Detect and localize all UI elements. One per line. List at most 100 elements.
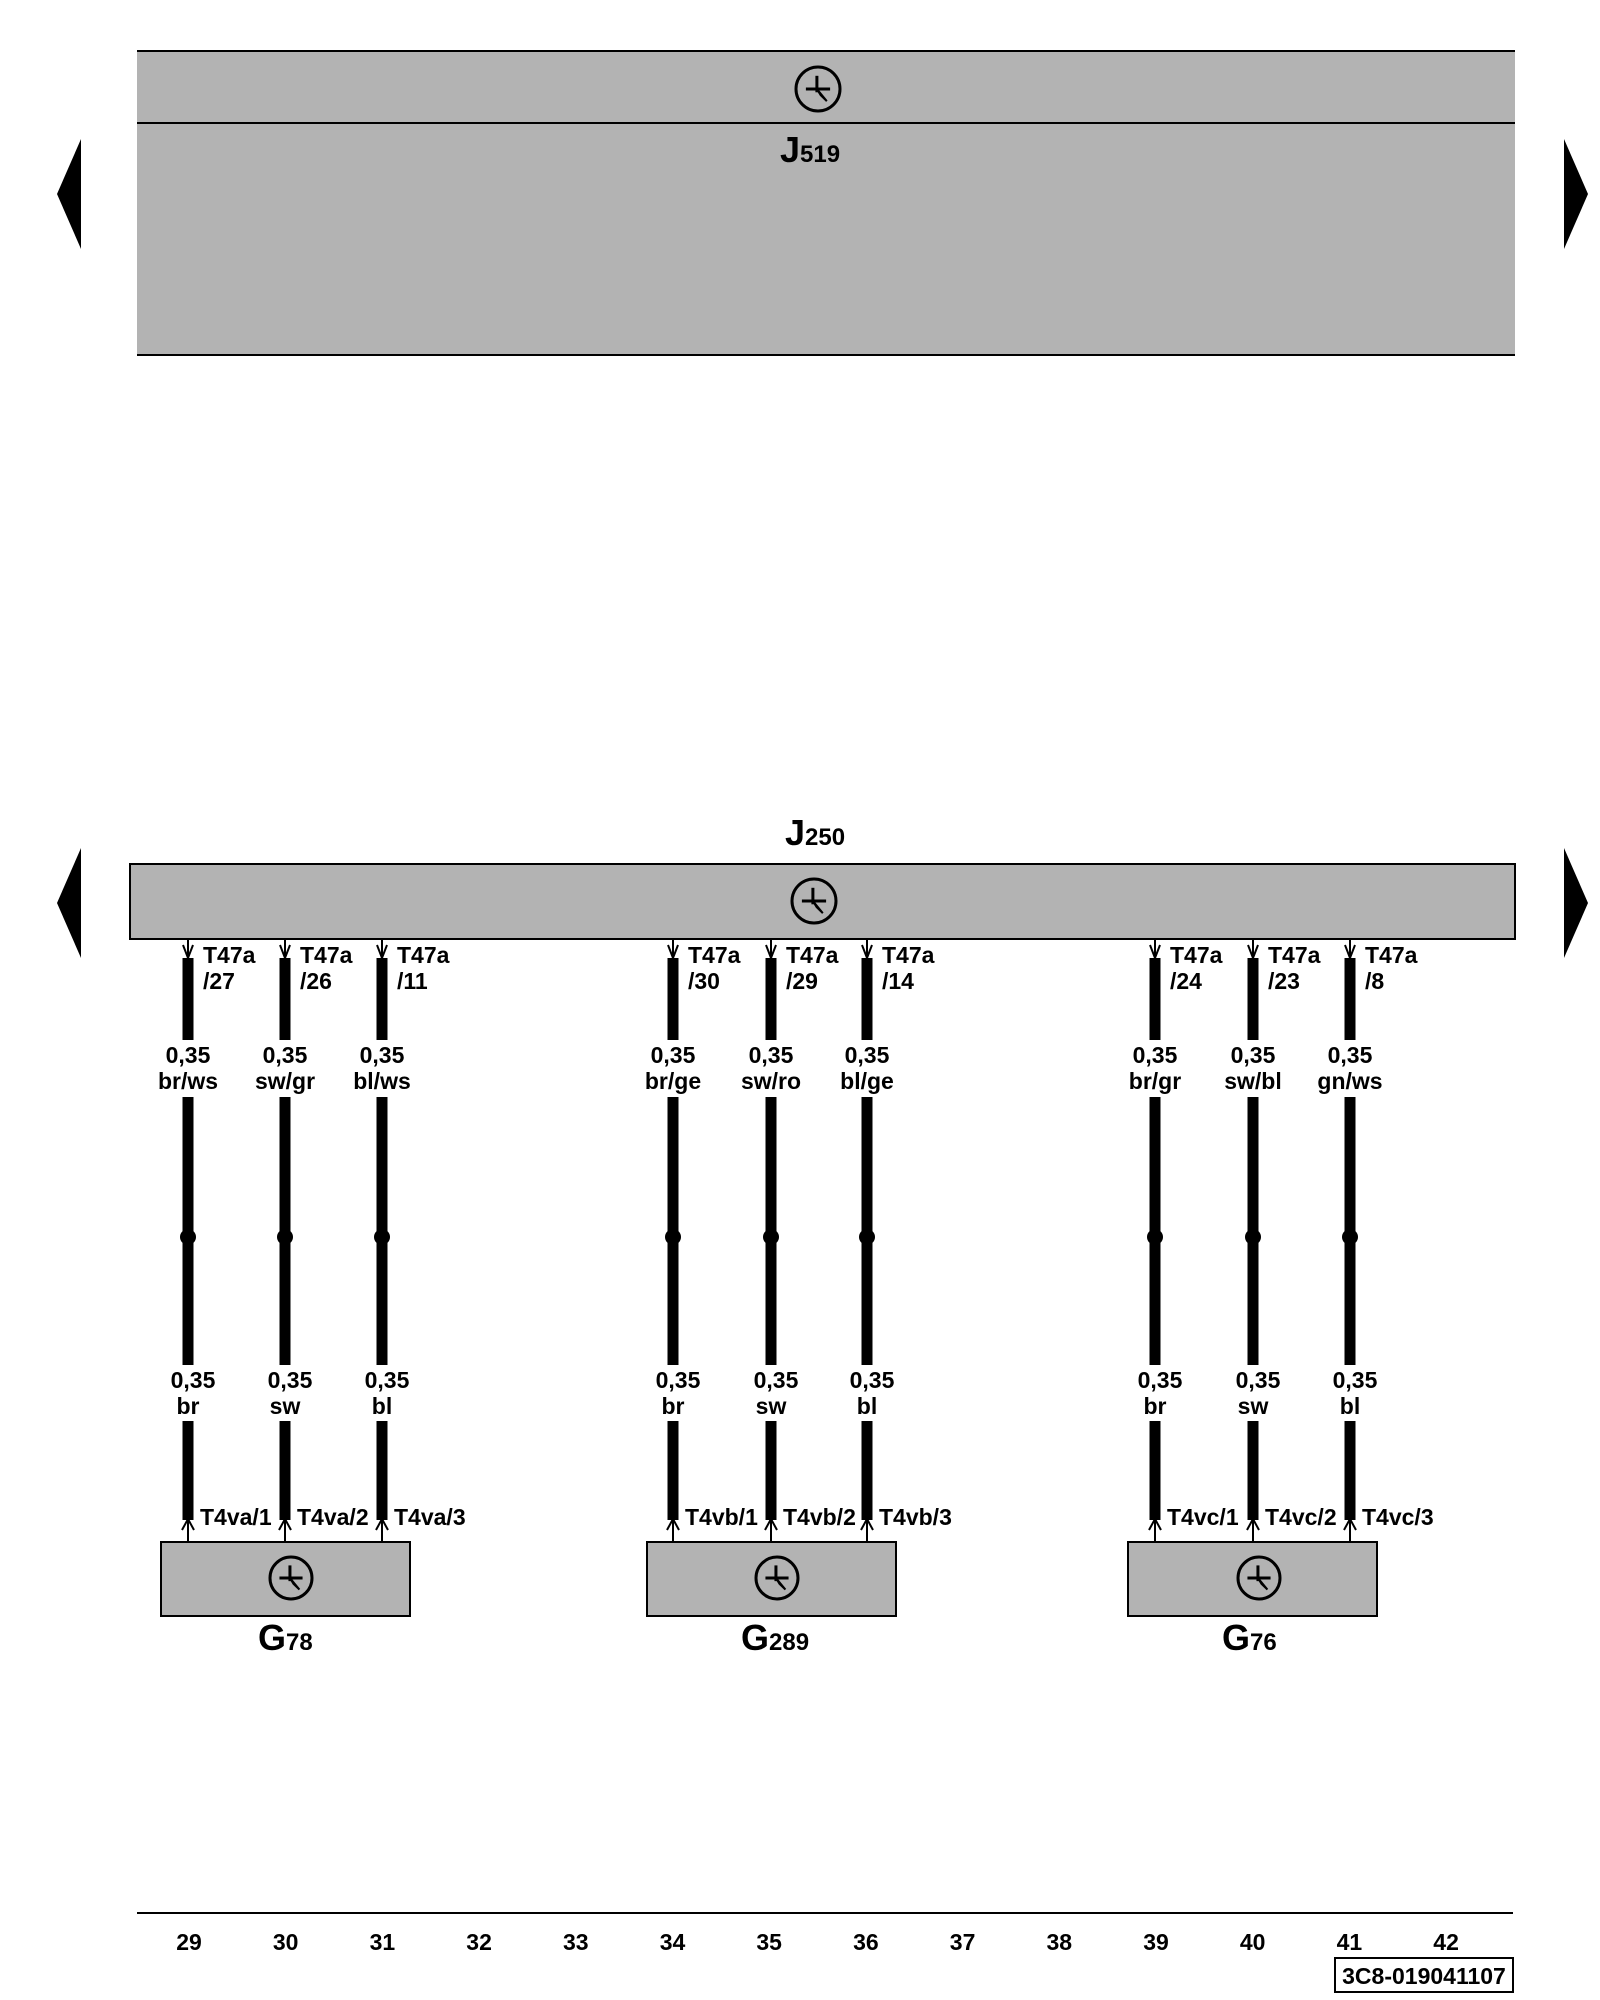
wire-0-1-bottom-connector — [278, 1516, 292, 1531]
wire-0-0-pin-lower: T4va/1 — [200, 1504, 272, 1530]
module-j250-icon — [790, 877, 838, 925]
wire-2-0-splice-dot — [1147, 1229, 1163, 1245]
module-j519 — [137, 50, 1515, 356]
wire-2-0-pin-lower: T4vc/1 — [1167, 1504, 1239, 1530]
wire-2-1-splice-dot — [1245, 1229, 1261, 1245]
wire-0-2-color-top: bl/ws — [353, 1068, 411, 1094]
wire-1-2-color-top: bl/ge — [840, 1068, 894, 1094]
wire-1-0-bottom-connector — [666, 1516, 680, 1531]
track-number-31: 31 — [370, 1929, 396, 1955]
wire-0-0-size-bottom: 0,35 — [171, 1367, 216, 1393]
wire-0-0-size-top: 0,35 — [166, 1042, 211, 1068]
wire-0-2-bottom-connector — [375, 1516, 389, 1531]
module-j250-label: J250 — [785, 812, 845, 853]
component-g289-icon-arrow — [775, 1577, 787, 1591]
wire-0-1-pin-a: T47a — [300, 942, 353, 968]
wire-2-1-color-top: sw/bl — [1224, 1068, 1282, 1094]
wire-1-1-pin-lower: T4vb/2 — [783, 1504, 856, 1530]
module-j519-icon — [794, 65, 842, 113]
wire-0-0-pin-a: T47a — [203, 942, 256, 968]
wire-1-0-splice-dot — [665, 1229, 681, 1245]
module-j519-label: J519 — [780, 129, 840, 170]
wire-2-2-color-bottom: bl — [1340, 1393, 1360, 1419]
wire-2-2-splice-dot — [1342, 1229, 1358, 1245]
wire-1-1-color-top: sw/ro — [741, 1068, 801, 1094]
wire-1-0-color-bottom: br — [662, 1393, 685, 1419]
wire-2-1-color-bottom: sw — [1238, 1393, 1269, 1419]
wire-0-1-size-top: 0,35 — [263, 1042, 308, 1068]
wire-1-0-pin-b: /30 — [688, 968, 720, 994]
wire-2-1-size-top: 0,35 — [1231, 1042, 1276, 1068]
wire-1-1-bottom-connector — [764, 1516, 778, 1531]
wire-1-1-splice-dot — [763, 1229, 779, 1245]
wire-2-0-pin-a: T47a — [1170, 942, 1223, 968]
wire-0-1-color-bottom: sw — [270, 1393, 301, 1419]
wire-2-2-pin-lower: T4vc/3 — [1362, 1504, 1434, 1530]
wire-0-2-color-bottom: bl — [372, 1393, 392, 1419]
wire-2-1-size-bottom: 0,35 — [1236, 1367, 1281, 1393]
wire-2-1-pin-b: /23 — [1268, 968, 1300, 994]
track-number-30: 30 — [273, 1929, 299, 1955]
wire-0-1-pin-b: /26 — [300, 968, 332, 994]
component-g78-icon — [268, 1555, 314, 1601]
module-j250-icon-ring — [790, 877, 838, 925]
wire-2-1-pin-a: T47a — [1268, 942, 1321, 968]
track-number-38: 38 — [1047, 1929, 1073, 1955]
track-number-36: 36 — [853, 1929, 879, 1955]
component-g76-icon-ring — [1236, 1555, 1282, 1601]
right-continue-arrow-top — [1564, 139, 1588, 249]
wire-1-2-pin-a: T47a — [882, 942, 935, 968]
wire-1-0-color-top: br/ge — [645, 1068, 701, 1094]
wire-1-2-pin-lower: T4vb/3 — [879, 1504, 952, 1530]
reference-code: 3C8-019041107 — [1342, 1963, 1506, 1989]
component-g78-icon-arrow — [289, 1577, 301, 1591]
wire-1-2-size-top: 0,35 — [845, 1042, 890, 1068]
track-number-41: 41 — [1337, 1929, 1363, 1955]
left-continue-arrow-top — [57, 139, 81, 249]
wire-0-1-pin-lower: T4va/2 — [297, 1504, 369, 1530]
wire-2-0-color-top: br/gr — [1129, 1068, 1181, 1094]
wire-0-0-pin-b: /27 — [203, 968, 235, 994]
track-number-29: 29 — [176, 1929, 202, 1955]
component-g78-icon-ring — [268, 1555, 314, 1601]
wire-1-1-pin-a: T47a — [786, 942, 839, 968]
wire-2-0-bottom-connector — [1148, 1516, 1162, 1531]
wire-1-2-splice-dot — [859, 1229, 875, 1245]
wires-layer: T47a/270,35br/ws0,35brT4va/1T47a/260,35s… — [158, 940, 1434, 1542]
component-g78-label: G78 — [258, 1617, 313, 1658]
wire-2-2-pin-b: /8 — [1365, 968, 1384, 994]
component-g76-box — [1127, 1541, 1378, 1617]
wire-0-2-size-top: 0,35 — [360, 1042, 405, 1068]
wire-0-1-color-top: sw/gr — [255, 1068, 315, 1094]
module-j519-icon-arrow — [816, 88, 828, 102]
wire-0-2-pin-a: T47a — [397, 942, 450, 968]
wire-1-0-pin-a: T47a — [688, 942, 741, 968]
wire-1-0-pin-lower: T4vb/1 — [685, 1504, 758, 1530]
wire-2-0-color-bottom: br — [1144, 1393, 1167, 1419]
wire-1-1-size-top: 0,35 — [749, 1042, 794, 1068]
track-number-42: 42 — [1433, 1929, 1459, 1955]
track-number-40: 40 — [1240, 1929, 1266, 1955]
track-number-34: 34 — [660, 1929, 686, 1955]
right-continue-arrow-middle — [1564, 848, 1588, 958]
reference-box — [1334, 1957, 1514, 1993]
wire-2-2-pin-a: T47a — [1365, 942, 1418, 968]
module-j250-icon-arrow — [812, 900, 824, 914]
wire-1-0-size-bottom: 0,35 — [656, 1367, 701, 1393]
wire-2-0-pin-b: /24 — [1170, 968, 1202, 994]
wire-2-2-color-top: gn/ws — [1317, 1068, 1382, 1094]
wire-0-1-size-bottom: 0,35 — [268, 1367, 313, 1393]
wire-2-2-bottom-connector — [1343, 1516, 1357, 1531]
left-continue-arrow-middle — [57, 848, 81, 958]
wire-1-2-size-bottom: 0,35 — [850, 1367, 895, 1393]
wire-1-2-color-bottom: bl — [857, 1393, 877, 1419]
module-j519-icon-ring — [794, 65, 842, 113]
component-g76-label: G76 — [1222, 1617, 1277, 1658]
wire-1-1-size-bottom: 0,35 — [754, 1367, 799, 1393]
